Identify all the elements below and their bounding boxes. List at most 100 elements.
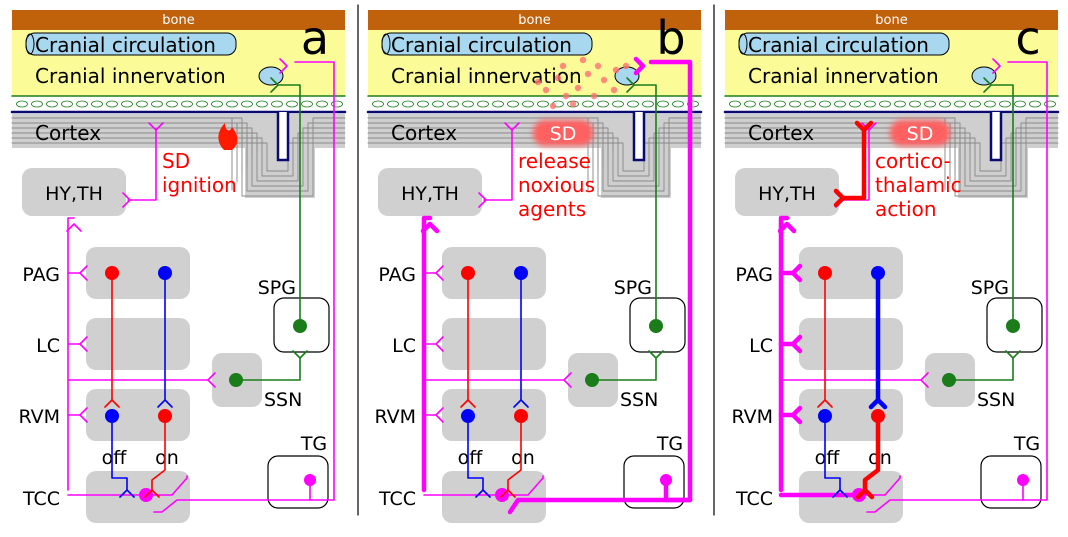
rvm-box xyxy=(442,389,546,441)
spg-label: SPG xyxy=(614,277,652,299)
subarachnoid-layer xyxy=(725,97,1058,111)
csf-cell-icon xyxy=(969,100,981,108)
rvm-label: RVM xyxy=(18,406,60,428)
hy-th-synapse xyxy=(478,192,487,208)
sd-label: SD xyxy=(550,123,577,145)
csf-cell-icon xyxy=(76,100,88,108)
tcc-projection xyxy=(501,475,544,496)
spg-neuron xyxy=(293,319,307,333)
cortical-synapse xyxy=(504,122,520,131)
csf-cell-icon xyxy=(61,100,73,108)
spg-vessel-axon xyxy=(633,84,657,327)
noxious-particle xyxy=(579,56,587,64)
nucleus-synapse xyxy=(435,407,444,423)
csf-cell-icon xyxy=(241,100,253,108)
sd-note-text: SD xyxy=(162,149,190,173)
csf-cell-icon xyxy=(226,100,238,108)
csf-cell-icon xyxy=(91,100,103,108)
ascending-trigeminothalamic-tract xyxy=(67,217,75,491)
csf-cell-icon xyxy=(301,100,313,108)
vessel-synapse xyxy=(270,77,279,93)
spg-label: SPG xyxy=(258,277,296,299)
tg-neuron xyxy=(304,474,316,486)
vessel-synapse xyxy=(626,77,635,93)
csf-cell-icon xyxy=(522,100,534,108)
off-cell-axon xyxy=(111,415,128,491)
trigeminal-peripheral-fiber xyxy=(294,61,335,501)
csf-cell-icon xyxy=(774,100,786,108)
vessel-cross-section xyxy=(258,66,284,86)
sd-glow xyxy=(890,120,950,146)
cortical-projection xyxy=(127,129,157,201)
lc-label: LC xyxy=(392,335,416,357)
csf-cell-icon xyxy=(879,100,891,108)
sd-label: SD xyxy=(907,123,934,145)
pag-label: PAG xyxy=(378,264,416,286)
cortex-label: Cortex xyxy=(391,121,457,145)
csf-cell-icon xyxy=(432,100,444,108)
meningeal-nociceptor-terminal xyxy=(992,58,1001,74)
csf-cell-icon xyxy=(537,100,549,108)
csf-cell-icon xyxy=(864,100,876,108)
csf-cell-icon xyxy=(31,100,43,108)
csf-cell-icon xyxy=(672,100,684,108)
cranial-innervation-label: Cranial innervation xyxy=(748,64,939,88)
csf-cell-icon xyxy=(804,100,816,108)
spg-vessel-axon xyxy=(990,84,1014,327)
csf-cell-icon xyxy=(136,100,148,108)
ssn-label: SSN xyxy=(620,389,658,411)
subarachnoid-layer xyxy=(368,97,701,111)
csf-cell-icon xyxy=(417,100,429,108)
cranial-circulation-label: Cranial circulation xyxy=(35,33,216,57)
meningeal-nociceptor-terminal xyxy=(633,56,646,76)
spg-neuron xyxy=(649,319,663,333)
cranial-circulation-label: Cranial circulation xyxy=(391,33,572,57)
ssn-spg-axon xyxy=(948,357,1014,381)
csf-cell-icon xyxy=(954,100,966,108)
tg-box xyxy=(623,455,685,509)
noxious-particle xyxy=(559,62,567,70)
on-cell-axon xyxy=(862,413,881,493)
pag-label: PAG xyxy=(22,264,60,286)
csf-cell-icon xyxy=(612,100,624,108)
csf-cell-icon xyxy=(16,100,28,108)
cortical-projection xyxy=(483,129,513,201)
sd-note-text: thalamic xyxy=(875,173,962,197)
vessel-end-icon xyxy=(25,33,35,55)
lc-label: LC xyxy=(749,335,773,357)
csf-cell-icon xyxy=(181,100,193,108)
tcc-off-synapse xyxy=(475,489,491,498)
lc-box xyxy=(442,318,546,370)
csf-cell-icon xyxy=(849,100,861,108)
csf-cell-icon xyxy=(642,100,654,108)
csf-cell-icon xyxy=(331,100,343,108)
rvm-synapse xyxy=(513,399,529,408)
csf-cell-icon xyxy=(909,100,921,108)
sd-note-text: ignition xyxy=(162,173,237,197)
nucleus-synapse xyxy=(79,265,88,281)
spg-neuron xyxy=(1006,319,1020,333)
nucleus-synapse xyxy=(79,407,88,423)
tcc-off-synapse xyxy=(119,489,135,498)
spg-synapse xyxy=(648,350,664,359)
noxious-particle xyxy=(562,92,570,100)
nucleus-synapse xyxy=(435,265,444,281)
cortex-label: Cortex xyxy=(35,121,101,145)
tcc-off-synapse xyxy=(832,489,848,498)
noxious-particle xyxy=(569,100,577,108)
csf-cell-icon xyxy=(744,100,756,108)
noxious-particle xyxy=(584,70,592,78)
thalamic-synapse xyxy=(420,221,440,234)
cortical-synapse xyxy=(861,122,877,131)
sd-note-text: noxious xyxy=(518,173,595,197)
off-label: off xyxy=(815,447,841,469)
csf-cell-icon xyxy=(166,100,178,108)
noxious-particle xyxy=(600,76,608,84)
cortex-lamina xyxy=(11,132,346,182)
noxious-particle xyxy=(542,86,550,94)
rvm-box xyxy=(799,389,903,441)
lc-box xyxy=(799,318,903,370)
tg-box xyxy=(980,455,1042,509)
csf-cell-icon xyxy=(271,100,283,108)
